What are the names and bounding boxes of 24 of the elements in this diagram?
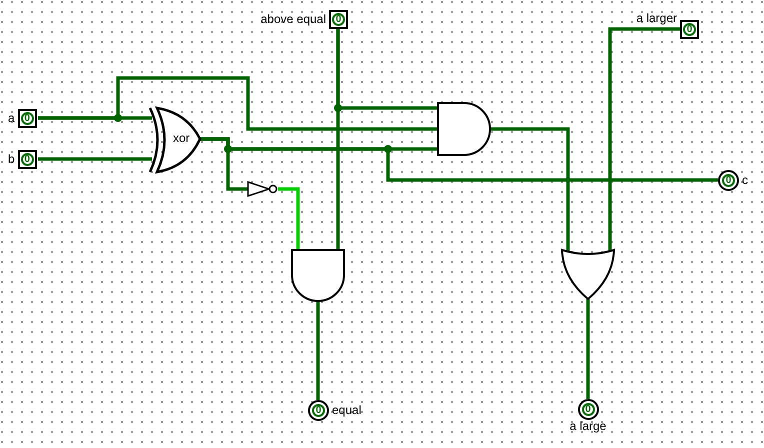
wire — [38, 76, 438, 131]
wire — [490, 127, 570, 252]
input-pin: 0 — [18, 109, 37, 128]
wire — [200, 137, 718, 182]
input-pin: 0 — [680, 20, 699, 39]
pin-label: above equal — [260, 13, 326, 26]
wire — [316, 301, 320, 400]
pin-label: a — [8, 112, 15, 125]
pin-label: equal — [332, 404, 362, 417]
wire — [38, 157, 152, 161]
wire — [608, 27, 680, 252]
pin-label: a large — [570, 420, 606, 433]
pin-label: b — [8, 153, 15, 166]
wire — [586, 299, 590, 399]
output-pin: 0 — [718, 170, 739, 191]
gate-label: xor — [173, 132, 190, 145]
input-pin: 0 — [329, 10, 348, 29]
output-pin: 0 — [308, 400, 329, 421]
wire — [278, 187, 300, 251]
input-pin: 0 — [18, 150, 37, 169]
output-pin: 0 — [578, 399, 598, 420]
wire — [336, 29, 340, 251]
pin-label: a larger — [636, 12, 677, 25]
pin-label: c — [742, 174, 748, 187]
